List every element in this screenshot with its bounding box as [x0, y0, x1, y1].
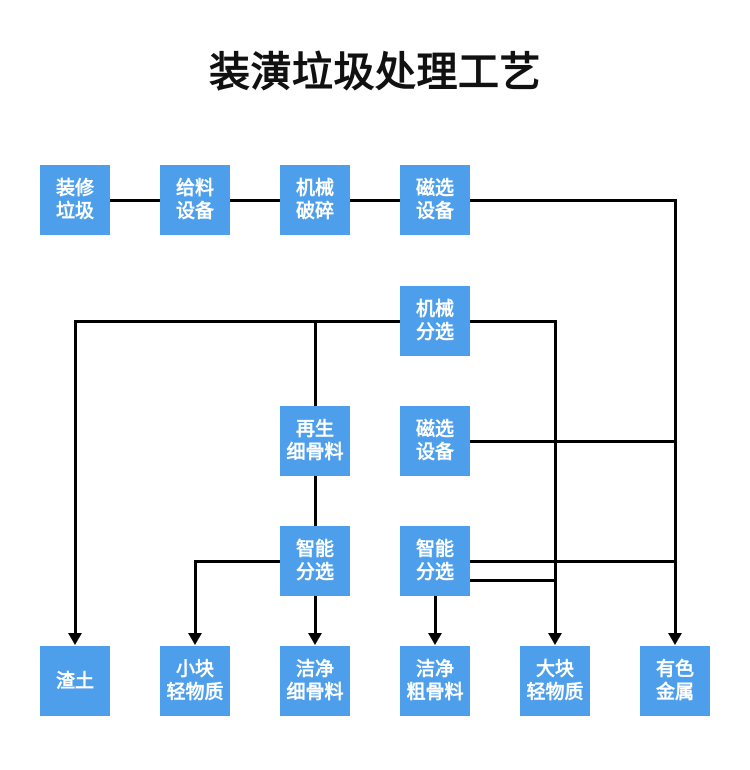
node-mechanical-sorting: 机械 分选 [400, 286, 470, 356]
node-label: 机械 破碎 [295, 178, 334, 222]
arrowhead-small-light-icon [188, 633, 202, 645]
connector-drop-nonferrous [673, 198, 677, 635]
page-title: 装潢垃圾处理工艺 [209, 49, 541, 95]
arrowhead-nonferrous-icon [668, 633, 682, 645]
connector-drop-small-light [193, 559, 197, 635]
node-label: 智能 分选 [295, 539, 334, 583]
connector-smartsortR-to-lightlarge [470, 579, 557, 582]
node-small-light-material: 小块 轻物质 [160, 646, 230, 716]
node-intelligent-sorting-right: 智能 分选 [400, 526, 470, 596]
connector-feeder-to-crusher [230, 198, 280, 202]
node-intelligent-sorting-left: 智能 分选 [280, 526, 350, 596]
node-magnetic-separation-2: 磁选 设备 [400, 406, 470, 476]
node-label: 磁选 设备 [415, 419, 454, 463]
connector-crusher-to-magnet1 [350, 198, 400, 202]
node-label: 洁净 粗骨料 [406, 659, 464, 703]
connector-smartsortR-to-metal [470, 559, 677, 563]
node-nonferrous-metal: 有色 金属 [640, 646, 710, 716]
connector-mechsort-left [73, 319, 400, 323]
node-clean-coarse-aggregate: 洁净 粗骨料 [400, 646, 470, 716]
node-large-light-material: 大块 轻物质 [520, 646, 590, 716]
arrowhead-coarse-aggregate-icon [428, 633, 442, 645]
node-recycled-fine-aggregate: 再生 细骨料 [280, 406, 350, 476]
node-feeding-equipment: 给料 设备 [160, 165, 230, 235]
node-clean-fine-aggregate: 洁净 细骨料 [280, 646, 350, 716]
arrowhead-fine-aggregate-icon [308, 633, 322, 645]
node-label: 小块 轻物质 [166, 659, 224, 703]
connector-mechsort-right [470, 319, 557, 323]
node-slag-soil: 渣土 [40, 646, 110, 716]
node-label: 再生 细骨料 [286, 419, 344, 463]
node-label: 大块 轻物质 [526, 659, 584, 703]
arrowhead-large-light-icon [548, 633, 562, 645]
node-label: 磁选 设备 [415, 178, 454, 222]
node-label: 装修 垃圾 [55, 178, 94, 222]
node-label: 智能 分选 [415, 539, 454, 583]
node-magnetic-separation-1: 磁选 设备 [400, 165, 470, 235]
node-label: 有色 金属 [655, 659, 694, 703]
connector-waste-to-feeder [110, 198, 160, 202]
connector-magnet1-right [470, 198, 677, 202]
connector-drop-slag [73, 319, 77, 635]
connector-magnet2-right [470, 439, 677, 443]
connector-drop-coarse-aggregate [433, 596, 437, 635]
connector-drop-large-light [553, 319, 557, 635]
node-mechanical-crushing: 机械 破碎 [280, 165, 350, 235]
connector-drop-fine-aggregate [313, 319, 317, 635]
node-label: 机械 分选 [415, 299, 454, 343]
node-renovation-waste: 装修 垃圾 [40, 165, 110, 235]
connector-smartsortL-left [193, 559, 280, 563]
node-label: 渣土 [55, 670, 94, 692]
node-label: 给料 设备 [175, 178, 214, 222]
node-label: 洁净 细骨料 [286, 659, 344, 703]
arrowhead-slag-icon [68, 633, 82, 645]
